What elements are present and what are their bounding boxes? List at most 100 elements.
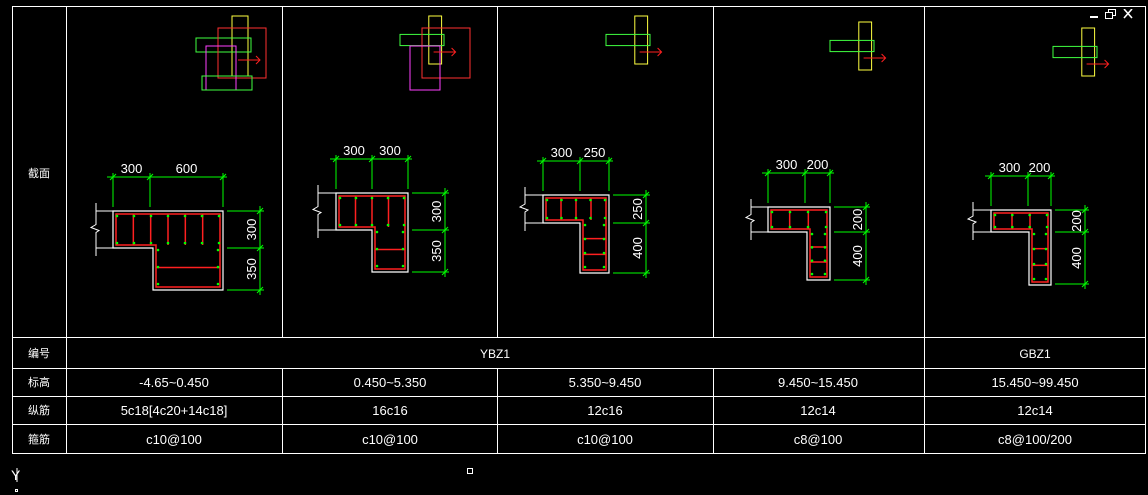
rebar-bar [402,223,406,227]
rebar-bar [1045,213,1049,217]
dimension-label: 400 [1069,247,1084,269]
rebar-bar [806,225,810,229]
stirrup-outline [1081,27,1096,77]
rebar-bar [370,196,374,200]
stirrup-outline [605,33,651,47]
rebar-bar [993,225,997,229]
rebar-bar [1011,213,1014,217]
rebar-bar [770,210,774,214]
dimension-label: 200 [807,157,829,172]
wall-break-line [311,185,323,238]
table-cell: 12c16 [587,403,622,418]
dimension-label: 200 [1069,210,1084,232]
rebar-points [545,198,607,269]
table-cell: 15.450~99.450 [991,375,1078,390]
rebar-bar [401,264,405,268]
rebar-bar [216,248,220,252]
dimension-label: 300 [244,219,259,241]
table-cell: c8@100 [794,432,843,447]
rebar-bar [1028,213,1031,217]
rebar-bar [375,247,379,251]
row-label-elevation: 标高 [28,375,50,389]
dimension-label: 300 [551,145,573,160]
dimension-tick [1047,172,1055,180]
rebar-bar [583,237,587,241]
rebar-bar [149,241,153,245]
rebar-cage [545,197,607,271]
row-label-longitudinal: 纵筋 [28,403,50,417]
table-cell: 16c16 [372,403,407,418]
dimension-tick [109,173,117,181]
dimension-tick [987,172,995,180]
rebar-cage [338,195,406,270]
rebar-stirrup [115,213,221,288]
table-grid [12,6,1146,454]
rebar-bar [156,248,160,252]
restore-icon [1105,9,1116,19]
rebar-bar [583,251,587,255]
rebar-bar [183,241,187,245]
rebar-points [993,213,1049,281]
rebar-bar [810,246,814,249]
close-button[interactable] [1123,6,1135,19]
rebar-bar [823,246,827,249]
rebar-bar [401,230,405,234]
minimize-button[interactable] [1089,6,1101,18]
dimension-tick [539,157,547,165]
dimension-tick [146,173,154,181]
dimension-tick [368,155,376,163]
rebar-bar [602,251,606,255]
rebar-bar [375,264,379,268]
rebar-bar [824,225,828,229]
rebar-bar [589,216,592,220]
minimize-icon [1090,16,1098,18]
rebar-bar [216,282,220,286]
dimension-tick [1024,172,1032,180]
dimension-tick [441,189,449,197]
rebar-bar [132,214,136,218]
rebar-bar [386,223,390,227]
dimension-tick [441,268,449,276]
rebar-bar [560,198,563,202]
dimension-top [330,155,412,189]
rebar-bar [375,230,379,234]
dimension-tick [1081,280,1089,288]
rebar-cage [115,213,221,288]
dimension-tick [801,169,809,177]
rebar-bar [217,241,221,245]
table-cell: 12c14 [1017,403,1052,418]
table-cell: 9.450~15.450 [778,375,858,390]
rebar-points [115,214,221,286]
dimension-label: 300 [776,157,798,172]
rebar-bar [115,214,119,218]
rebar-bar [823,232,827,236]
rebar-bar [149,214,153,218]
dimension-tick [642,219,650,227]
rebar-bar [602,223,606,227]
row-label-id: 编号 [28,346,50,360]
dimension-label: 200 [850,209,865,231]
stirrup-schematic [1052,27,1110,77]
dimension-top [762,169,834,203]
crosshair-cursor-icon [467,468,473,474]
rebar-bar [806,210,810,214]
rebar-bar [1032,277,1036,281]
stirrup-schematic [605,15,663,65]
stirrup-schematic [399,15,471,91]
table-row-longitudinal: 5c18[4c20+14c18] 16c16 12c16 12c14 12c14 [121,403,1053,418]
rebar-bar [354,196,358,200]
stirrup-outline [829,39,875,53]
dimension-tick [219,173,227,181]
rebar-bar [132,241,136,245]
rebar-bar [823,259,827,262]
dimension-top-labels: 300 200 [776,157,829,172]
rebar-bar [115,241,119,245]
table-row-elevation: -4.65~0.450 0.450~5.350 5.350~9.450 9.45… [139,375,1078,390]
rebar-bar [402,196,406,200]
ucs-y-label: Y [11,467,21,483]
restore-button[interactable] [1105,6,1117,19]
dimension-tick [1081,206,1089,214]
rebar-bar [1032,262,1036,266]
